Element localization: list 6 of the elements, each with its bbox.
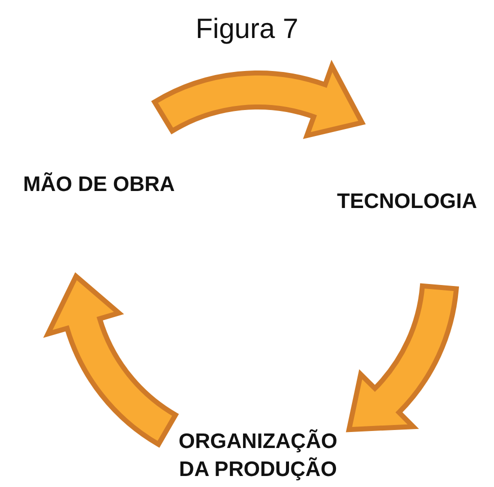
node-label: TECNOLOGIA [337, 189, 477, 215]
figure-title: Figura 7 [194, 12, 300, 46]
node-label: MÃO DE OBRA [23, 171, 175, 198]
curved-arrow [346, 283, 459, 432]
node-label: ORGANIZAÇÃO DA PRODUÇÃO [178, 428, 338, 483]
curved-arrow [45, 274, 178, 447]
